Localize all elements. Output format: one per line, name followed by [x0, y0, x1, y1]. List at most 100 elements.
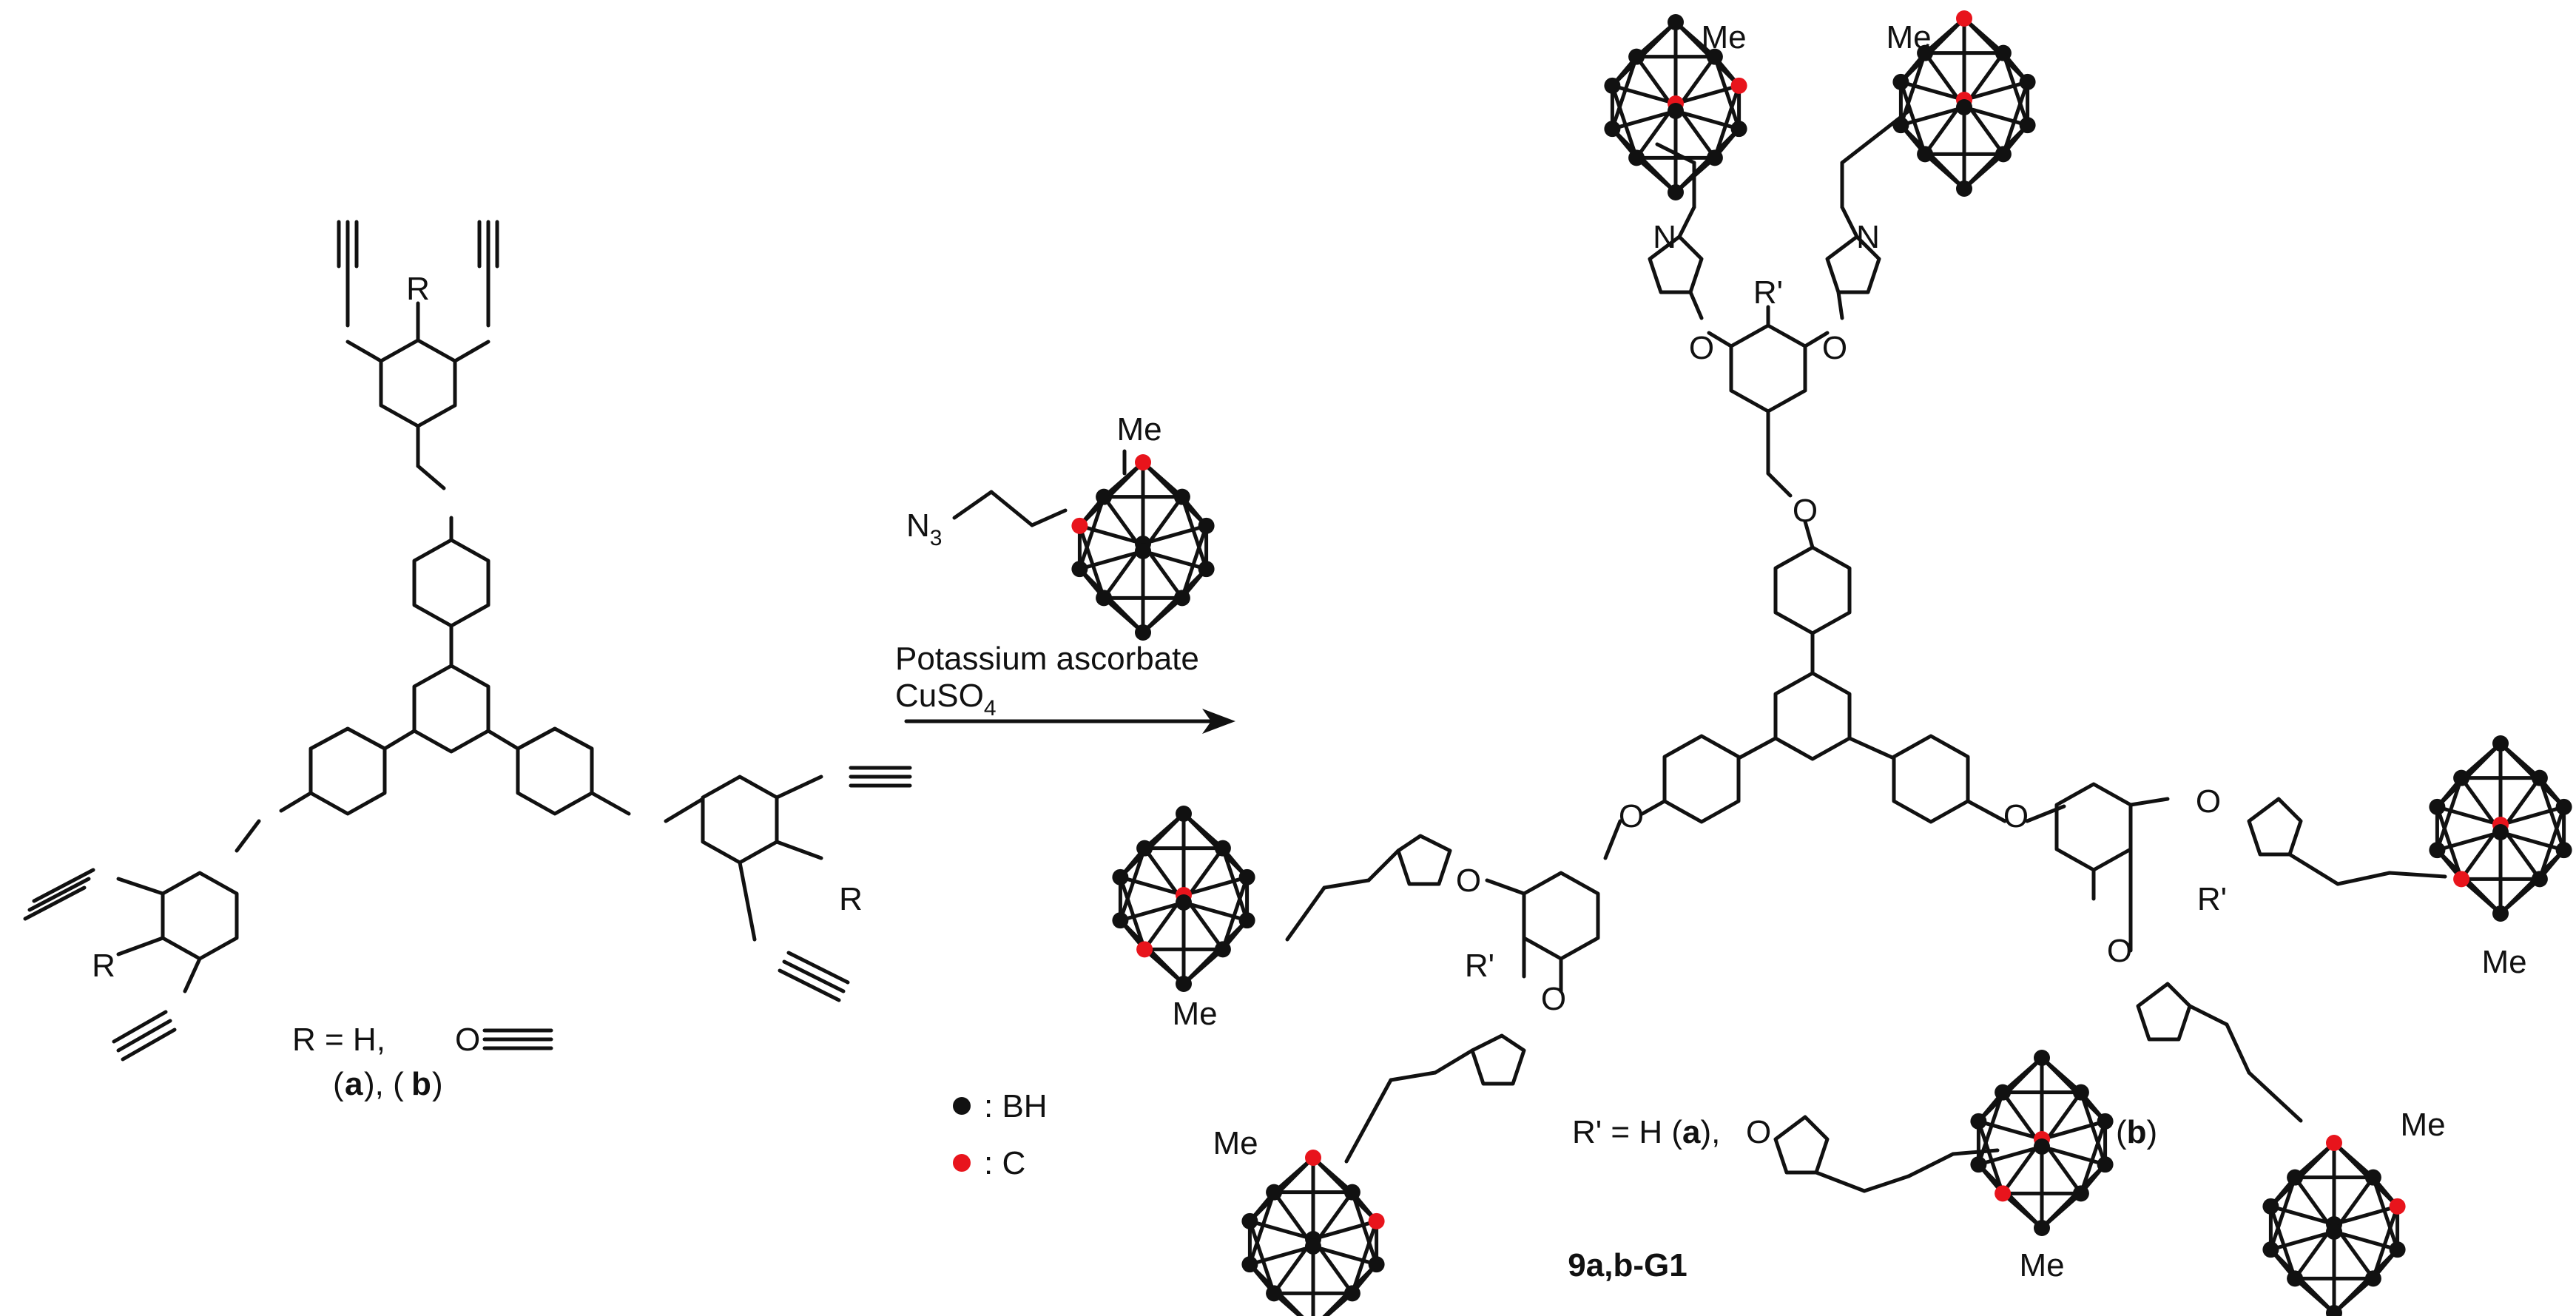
boron-vertex [2364, 1270, 2381, 1287]
svg-text:O: O [1746, 1114, 1771, 1150]
cage-edge [1977, 1119, 2043, 1141]
boron-vertex [1892, 117, 1909, 134]
cage-edge [1963, 80, 2029, 102]
boron-vertex [2555, 798, 2572, 815]
cage-edge [1221, 847, 1249, 921]
cage-edge [2435, 777, 2464, 851]
boron-vertex [1135, 624, 1151, 641]
carbon-vertex [1305, 1150, 1321, 1166]
cage-edge [1221, 877, 1249, 951]
cage-edge [2333, 1204, 2398, 1226]
cage-edge [2371, 1206, 2399, 1280]
boron-vertex [1266, 1184, 1283, 1201]
cage-edge [1078, 525, 1106, 599]
cage-edge [1183, 875, 1248, 897]
carbon-vertex [1071, 517, 1088, 534]
boron-vertex [2072, 1185, 2089, 1202]
boron-vertex [1368, 1256, 1385, 1273]
product-definition-text: R' = H (a), [1572, 1114, 1720, 1150]
svg-text:(: ( [333, 1066, 344, 1102]
cage-edge [1119, 847, 1147, 921]
svg-text:O: O [1619, 798, 1644, 834]
svg-text:O: O [1456, 863, 1481, 899]
cage-edge [2041, 1119, 2106, 1141]
boron-vertex [2287, 1270, 2304, 1287]
cage-edge [1078, 496, 1106, 570]
boron-vertex [1214, 840, 1231, 857]
boron-vertex [2019, 117, 2036, 134]
cage-edge [2269, 1206, 2297, 1280]
carbon-vertex [1730, 77, 1747, 94]
sm-definition: R = H, O ( a ), ( b ) [292, 1022, 553, 1102]
reagent-methyl: Me [1116, 411, 1161, 448]
cage-edge [1183, 900, 1248, 922]
boron-vertex [2492, 824, 2509, 840]
cage-edge [1272, 1156, 1315, 1194]
boron-vertex [1136, 840, 1153, 857]
legend-bh-marker [953, 1097, 971, 1115]
boron-vertex [1241, 1256, 1258, 1273]
boron-vertex [2326, 1305, 2342, 1316]
boron-vertex [1970, 1113, 1987, 1130]
boron-vertex [1995, 1084, 2012, 1101]
cage-edge [2538, 777, 2566, 851]
product-substituent-left: R' [1465, 948, 1494, 984]
boron-vertex [2492, 905, 2509, 922]
cage-edge [1324, 1292, 1354, 1316]
boron-vertex [2531, 769, 2548, 786]
boron-vertex [1266, 1285, 1283, 1302]
svg-text:): ) [432, 1066, 443, 1102]
reagent-azide-label: N3 [906, 507, 942, 550]
legend-bh-label: : BH [984, 1088, 1048, 1124]
boron-vertex [2453, 769, 2470, 786]
product-methyl-bottom-left: Me [1213, 1125, 1258, 1161]
cage-edge [2538, 806, 2566, 880]
cage-edge [1102, 461, 1144, 499]
boron-vertex [1730, 121, 1747, 138]
sm-variant-a: a [345, 1066, 363, 1102]
cage-edge [2001, 1056, 2043, 1094]
sm-substituent-top: R [406, 271, 430, 307]
boron-vertex [1668, 14, 1684, 30]
cage-edge [1142, 524, 1207, 546]
boron-vertex [1112, 868, 1129, 885]
cage-edge [1079, 549, 1144, 571]
svg-text:N: N [1856, 219, 1880, 255]
boron-vertex [1628, 149, 1645, 166]
sm-substituent-left: R [92, 948, 115, 984]
cage-edge [1119, 900, 1184, 922]
cage-edge [2001, 52, 2029, 126]
boron-vertex [1176, 976, 1192, 992]
sm-definition-text: R = H, [292, 1022, 385, 1058]
boron-vertex [1176, 894, 1192, 911]
cage-edge [1611, 85, 1639, 159]
cage-edge [1963, 152, 2005, 190]
svg-text:), (: ), ( [364, 1066, 404, 1102]
cage-edge [1182, 948, 1224, 985]
boron-vertex [1241, 1212, 1258, 1229]
boron-vertex [1892, 73, 1909, 90]
boron-vertex [1917, 44, 1934, 61]
boron-vertex [1176, 806, 1192, 822]
boron-vertex [1198, 561, 1215, 578]
boron-vertex [1214, 941, 1231, 958]
cage-edge [1143, 812, 1185, 850]
cage-edge [2499, 877, 2541, 915]
boron-vertex [2019, 73, 2036, 90]
carborane-cages [1071, 10, 2572, 1316]
boron-vertex [1173, 590, 1190, 607]
boron-vertex [1995, 44, 2012, 61]
boron-vertex [1112, 912, 1129, 929]
boron-vertex [2287, 1169, 2304, 1186]
boron-vertex [1995, 146, 2012, 163]
boron-vertex [1706, 149, 1723, 166]
cage-edge [1900, 80, 1965, 102]
svg-text:(b): (b) [2116, 1114, 2157, 1150]
product-label: 9a,b-G1 [1568, 1247, 1687, 1283]
boron-vertex [1956, 99, 1972, 115]
boron-vertex [2555, 842, 2572, 859]
cage-edge [1119, 875, 1184, 897]
cage-edge [1977, 1091, 2005, 1165]
boron-vertex [2034, 1220, 2050, 1236]
